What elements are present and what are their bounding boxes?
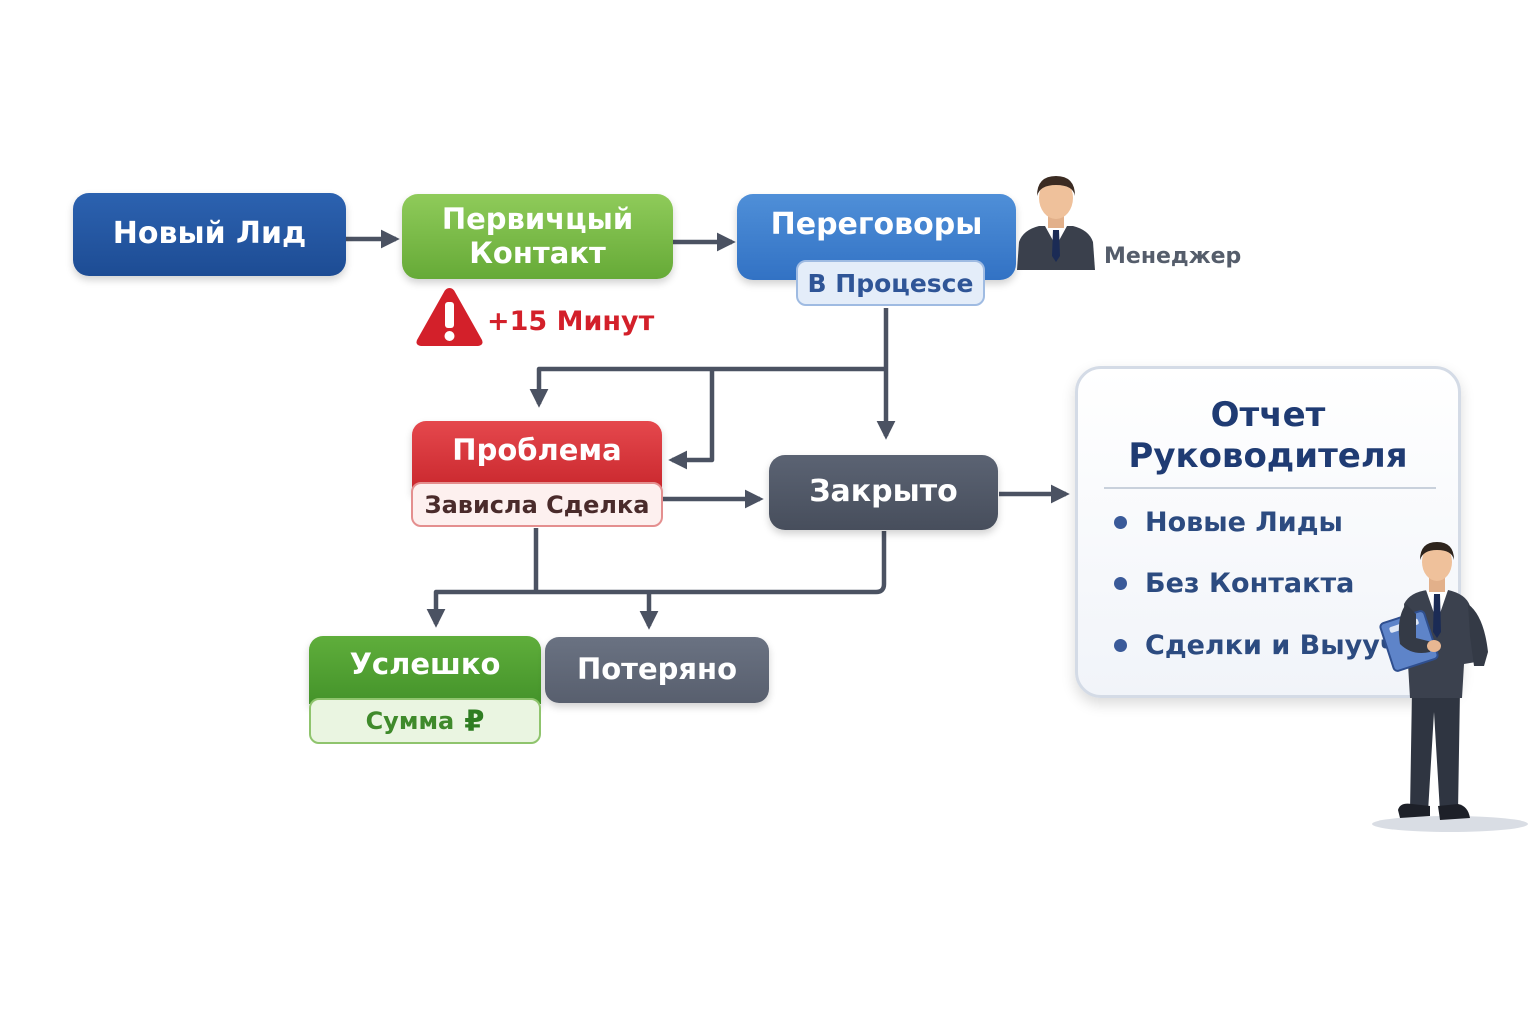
connector-closed-down-bus [426,531,887,628]
amount-badge: Сумма ₽ [309,698,541,744]
bullet-icon [1114,639,1127,652]
report-item-label: Новые Лиды [1145,507,1343,538]
node-success-label: Услешко [349,647,501,681]
manager-avatar-icon [1017,176,1095,270]
node-closed-label: Закрыто [809,474,958,510]
amount-label: Сумма [365,707,455,735]
report-divider [1104,487,1436,489]
report-item-label: Без Контакта [1145,568,1355,599]
warning-triangle-icon [416,288,483,346]
node-new-lead-label: Новый Лид [112,216,307,252]
node-success: Услешко [309,636,541,704]
arrow-negotiations-to-problem-side [668,369,715,470]
node-negotiations-label: Переговоры [770,207,983,242]
bullet-icon [1114,577,1127,590]
warning-delay-text: +15 Минут [487,306,655,337]
report-title-line2: Руководителя [1128,436,1408,477]
report-title-line1: Отчет [1210,395,1326,435]
node-first-contact-line1: Первичцый [441,202,634,237]
node-new-lead: Новый Лид [73,193,346,276]
node-lost: Потеряно [545,637,769,703]
ruble-icon: ₽ [464,704,485,738]
bullet-icon [1114,516,1127,529]
stuck-deal-label: Зависла Сделка [424,490,650,519]
node-problem: Проблема [412,421,662,493]
status-badge-stuck-deal: Зависла Сделка [411,482,663,527]
report-item: Новые Лиды [1114,507,1343,538]
node-closed: Закрыто [769,455,998,530]
status-badge-in-process: В Процеsce [796,260,985,306]
status-badge-label: В Процеsce [807,268,974,298]
node-lost-label: Потеряно [576,652,737,687]
report-title: Отчет Руководителя [1078,395,1458,478]
manager-label: Менеджер [1104,244,1242,269]
node-first-contact: Первичцый Контакт [402,194,673,279]
node-problem-label: Проблема [452,433,622,467]
supervisor-figure-icon [1372,542,1528,832]
arrow-negotiations-to-problem-top [529,366,886,408]
report-item: Без Контакта [1114,568,1354,599]
node-first-contact-line2: Контакт [469,235,606,270]
